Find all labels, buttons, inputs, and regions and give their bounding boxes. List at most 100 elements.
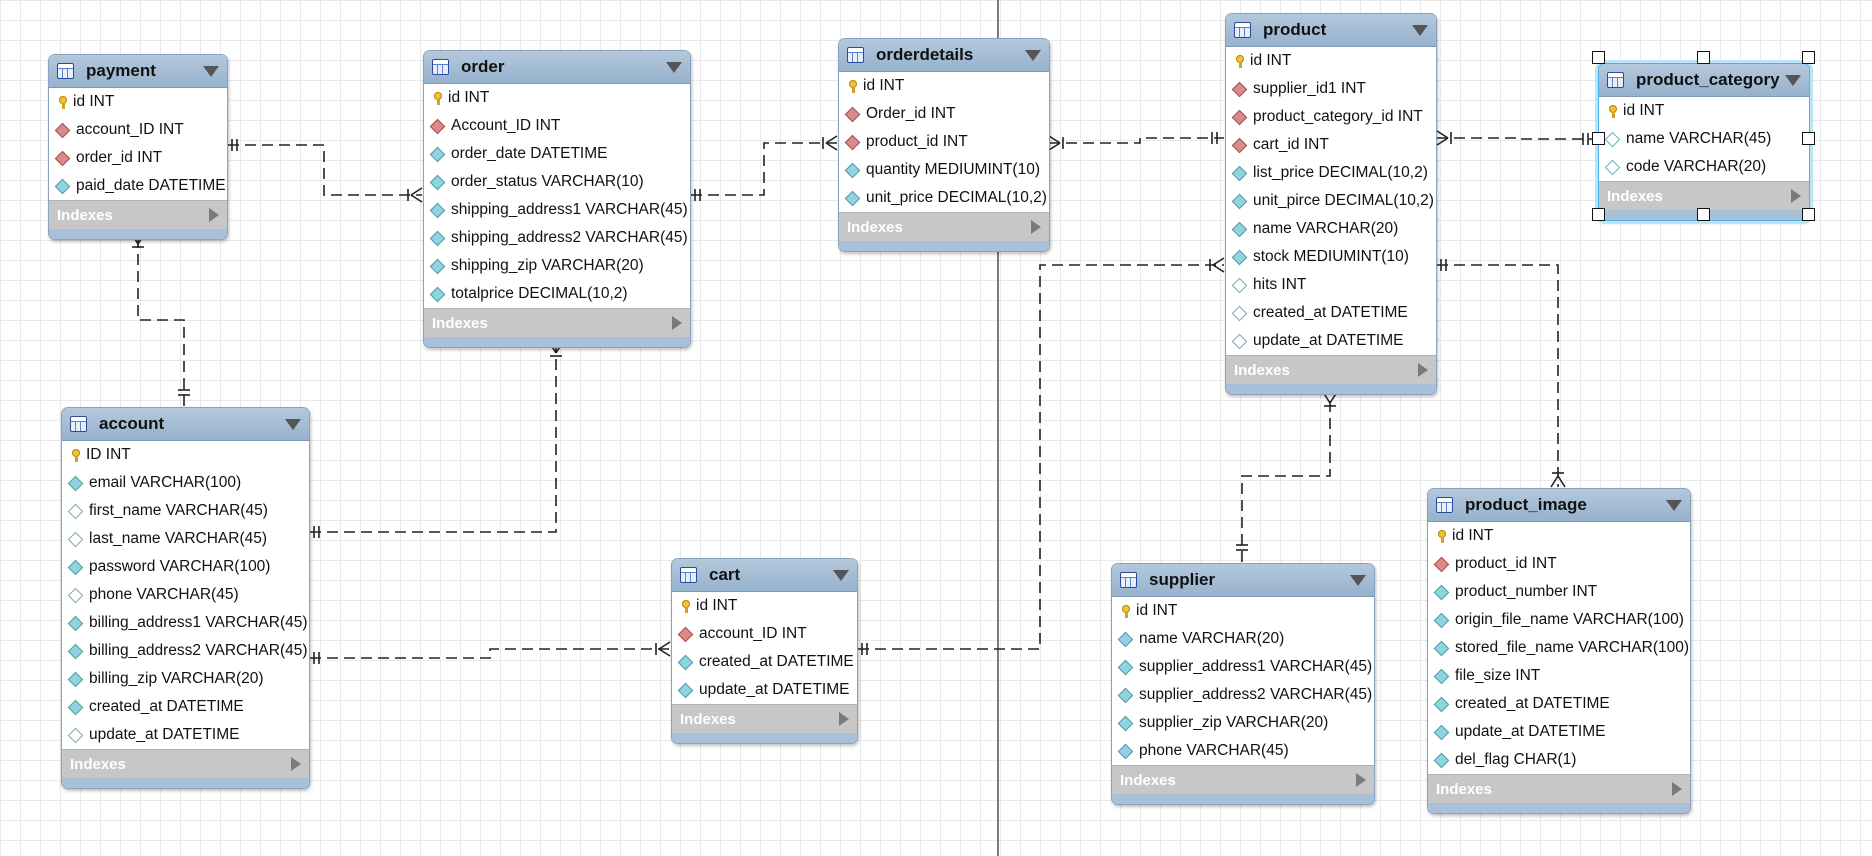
table-header[interactable]: product: [1226, 14, 1436, 47]
column-row[interactable]: name VARCHAR(45): [1599, 125, 1809, 153]
column-row[interactable]: created_at DATETIME: [672, 648, 857, 676]
table-header[interactable]: supplier: [1112, 564, 1374, 597]
expand-arrow-icon[interactable]: [209, 208, 219, 222]
indexes-section[interactable]: Indexes: [49, 200, 227, 229]
column-row[interactable]: order_date DATETIME: [424, 140, 690, 168]
column-row[interactable]: last_name VARCHAR(45): [62, 525, 309, 553]
column-row[interactable]: billing_address2 VARCHAR(45): [62, 637, 309, 665]
column-row[interactable]: list_price DECIMAL(10,2): [1226, 159, 1436, 187]
collapse-caret-icon[interactable]: [1666, 499, 1682, 511]
indexes-section[interactable]: Indexes: [424, 308, 690, 337]
column-row[interactable]: Order_id INT: [839, 100, 1049, 128]
resize-handle[interactable]: [1697, 208, 1710, 221]
indexes-section[interactable]: Indexes: [1428, 774, 1690, 803]
column-row[interactable]: paid_date DATETIME: [49, 172, 227, 200]
column-row[interactable]: update_at DATETIME: [62, 721, 309, 749]
indexes-section[interactable]: Indexes: [62, 749, 309, 778]
collapse-caret-icon[interactable]: [285, 418, 301, 430]
table-header[interactable]: order: [424, 51, 690, 84]
column-row[interactable]: created_at DATETIME: [1428, 690, 1690, 718]
column-row[interactable]: quantity MEDIUMINT(10): [839, 156, 1049, 184]
column-row[interactable]: phone VARCHAR(45): [1112, 737, 1374, 765]
column-row[interactable]: product_category_id INT: [1226, 103, 1436, 131]
column-row[interactable]: product_id INT: [1428, 550, 1690, 578]
column-row[interactable]: id INT: [839, 72, 1049, 100]
collapse-caret-icon[interactable]: [1025, 49, 1041, 61]
resize-handle[interactable]: [1802, 51, 1815, 64]
column-row[interactable]: shipping_zip VARCHAR(20): [424, 252, 690, 280]
indexes-section[interactable]: Indexes: [1112, 765, 1374, 794]
column-row[interactable]: Account_ID INT: [424, 112, 690, 140]
column-row[interactable]: shipping_address2 VARCHAR(45): [424, 224, 690, 252]
column-row[interactable]: account_ID INT: [672, 620, 857, 648]
column-row[interactable]: supplier_address2 VARCHAR(45): [1112, 681, 1374, 709]
column-row[interactable]: billing_zip VARCHAR(20): [62, 665, 309, 693]
column-row[interactable]: supplier_address1 VARCHAR(45): [1112, 653, 1374, 681]
column-row[interactable]: ID INT: [62, 441, 309, 469]
table-header[interactable]: product_image: [1428, 489, 1690, 522]
column-row[interactable]: supplier_zip VARCHAR(20): [1112, 709, 1374, 737]
table-header[interactable]: account: [62, 408, 309, 441]
resize-handle[interactable]: [1802, 208, 1815, 221]
column-row[interactable]: file_size INT: [1428, 662, 1690, 690]
column-row[interactable]: unit_price DECIMAL(10,2): [839, 184, 1049, 212]
column-row[interactable]: del_flag CHAR(1): [1428, 746, 1690, 774]
resize-handle[interactable]: [1802, 132, 1815, 145]
table-header[interactable]: product_category: [1599, 64, 1809, 97]
expand-arrow-icon[interactable]: [1031, 220, 1041, 234]
collapse-caret-icon[interactable]: [1412, 24, 1428, 36]
column-row[interactable]: email VARCHAR(100): [62, 469, 309, 497]
column-row[interactable]: id INT: [672, 592, 857, 620]
column-row[interactable]: code VARCHAR(20): [1599, 153, 1809, 181]
expand-arrow-icon[interactable]: [1356, 773, 1366, 787]
expand-arrow-icon[interactable]: [1418, 363, 1428, 377]
table-header[interactable]: orderdetails: [839, 39, 1049, 72]
column-row[interactable]: stored_file_name VARCHAR(100): [1428, 634, 1690, 662]
column-row[interactable]: id INT: [49, 88, 227, 116]
resize-handle[interactable]: [1592, 208, 1605, 221]
resize-handle[interactable]: [1592, 51, 1605, 64]
column-row[interactable]: phone VARCHAR(45): [62, 581, 309, 609]
resize-handle[interactable]: [1697, 51, 1710, 64]
collapse-caret-icon[interactable]: [833, 569, 849, 581]
column-row[interactable]: update_at DATETIME: [1428, 718, 1690, 746]
column-row[interactable]: id INT: [1226, 47, 1436, 75]
column-row[interactable]: id INT: [1428, 522, 1690, 550]
column-row[interactable]: update_at DATETIME: [672, 676, 857, 704]
column-row[interactable]: name VARCHAR(20): [1226, 215, 1436, 243]
column-row[interactable]: update_at DATETIME: [1226, 327, 1436, 355]
column-row[interactable]: first_name VARCHAR(45): [62, 497, 309, 525]
collapse-caret-icon[interactable]: [1350, 574, 1366, 586]
column-row[interactable]: product_id INT: [839, 128, 1049, 156]
column-row[interactable]: unit_pirce DECIMAL(10,2): [1226, 187, 1436, 215]
column-row[interactable]: origin_file_name VARCHAR(100): [1428, 606, 1690, 634]
expand-arrow-icon[interactable]: [1791, 189, 1801, 203]
expand-arrow-icon[interactable]: [291, 757, 301, 771]
column-row[interactable]: password VARCHAR(100): [62, 553, 309, 581]
expand-arrow-icon[interactable]: [1672, 782, 1682, 796]
column-row[interactable]: id INT: [1599, 97, 1809, 125]
column-row[interactable]: supplier_id1 INT: [1226, 75, 1436, 103]
collapse-caret-icon[interactable]: [203, 65, 219, 77]
table-header[interactable]: cart: [672, 559, 857, 592]
table-header[interactable]: payment: [49, 55, 227, 88]
column-row[interactable]: hits INT: [1226, 271, 1436, 299]
column-row[interactable]: account_ID INT: [49, 116, 227, 144]
column-row[interactable]: stock MEDIUMINT(10): [1226, 243, 1436, 271]
indexes-section[interactable]: Indexes: [1226, 355, 1436, 384]
expand-arrow-icon[interactable]: [839, 712, 849, 726]
column-row[interactable]: cart_id INT: [1226, 131, 1436, 159]
expand-arrow-icon[interactable]: [672, 316, 682, 330]
indexes-section[interactable]: Indexes: [839, 212, 1049, 241]
indexes-section[interactable]: Indexes: [1599, 181, 1809, 210]
column-row[interactable]: name VARCHAR(20): [1112, 625, 1374, 653]
